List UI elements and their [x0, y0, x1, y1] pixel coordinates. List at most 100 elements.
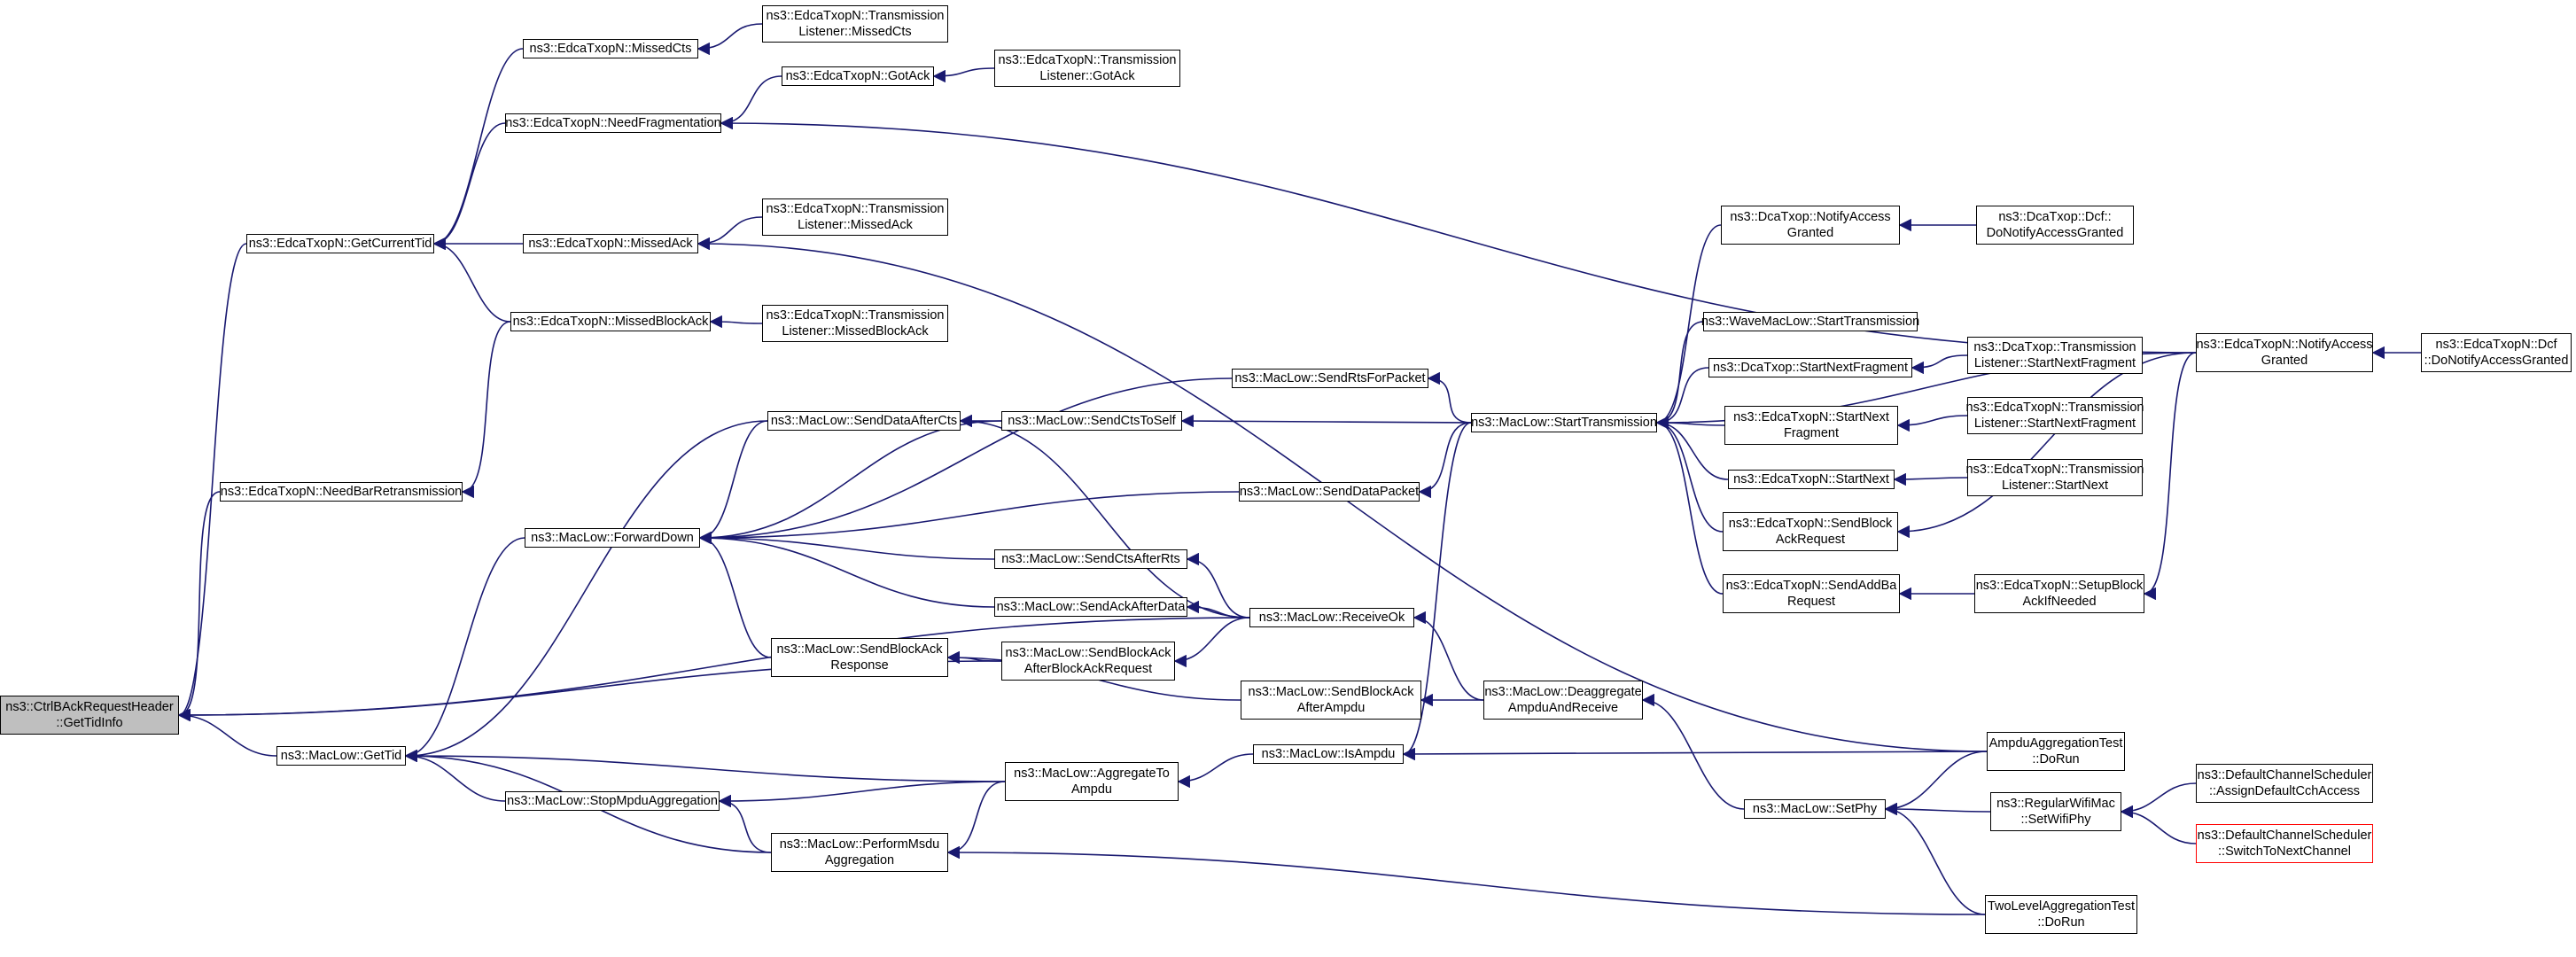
node-starttx[interactable]: ns3::MacLow::StartTransmission	[1471, 413, 1657, 432]
node-sendackafterdata[interactable]: ns3::MacLow::SendAckAfterData	[994, 597, 1187, 617]
node-sendctstoself[interactable]: ns3::MacLow::SendCtsToSelf	[1001, 411, 1182, 431]
node-label-line: ns3::EdcaTxopN::Transmission	[766, 202, 945, 216]
node-label-line: Response	[830, 658, 889, 673]
node-root: ns3::CtrlBAckRequestHeader::GetTidInfo	[0, 696, 179, 735]
node-stopmpdu[interactable]: ns3::MacLow::StopMpduAggregation	[505, 791, 720, 811]
node-gettid[interactable]: ns3::MacLow::GetTid	[276, 746, 406, 766]
edge-edca_startnext-edca_tl_startnext	[1893, 472, 1968, 486]
edge-needfrag-edca_notify	[720, 116, 2197, 354]
node-label-line: ns3::MacLow::StopMpduAggregation	[507, 794, 718, 808]
node-label-line: Request	[1786, 595, 1835, 609]
node-senddatapacket[interactable]: ns3::MacLow::SendDataPacket	[1239, 482, 1420, 502]
node-label-line: ns3::MacLow::ForwardDown	[531, 531, 694, 545]
node-label-line: ns3::MacLow::SendDataPacket	[1239, 485, 1420, 499]
node-label-line: AmpduAndReceive	[1507, 701, 1619, 715]
edge-senddatapacket-starttx	[1418, 422, 1472, 499]
edge-root-getcurtid	[177, 243, 247, 722]
edge-starttx-wave_start	[1655, 321, 1704, 430]
node-missedack[interactable]: ns3::EdcaTxopN::MissedAck	[523, 234, 698, 253]
node-dca-startnext[interactable]: ns3::DcaTxop::StartNextFragment	[1708, 358, 1912, 377]
node-edca-startnext[interactable]: ns3::EdcaTxopN::StartNext	[1728, 470, 1895, 489]
node-sendctsafterrts[interactable]: ns3::MacLow::SendCtsAfterRts	[994, 549, 1187, 569]
node-label-line: ns3::MacLow::SendRtsForPacket	[1234, 371, 1426, 385]
node-receiveok[interactable]: ns3::MacLow::ReceiveOk	[1249, 608, 1414, 627]
node-dcf-notify[interactable]: ns3::DcaTxop::Dcf::DoNotifyAccessGranted	[1976, 206, 2134, 245]
node-edca-dcf-notify[interactable]: ns3::EdcaTxopN::Dcf::DoNotifyAccessGrant…	[2421, 333, 2572, 372]
edge-stopmpdu-aggregatetoampdu	[718, 781, 1006, 808]
node-label-line: Listener::StartNextFragment	[1973, 356, 2136, 370]
edge-gettid-stopmpdu	[404, 749, 506, 802]
node-label-line: Fragment	[1783, 426, 1840, 440]
node-missedblockack[interactable]: ns3::EdcaTxopN::MissedBlockAck	[510, 312, 711, 331]
node-regwifi-setphy[interactable]: ns3::RegularWifiMac::SetWifiPhy	[1990, 792, 2121, 831]
node-dcs-assign[interactable]: ns3::DefaultChannelScheduler::AssignDefa…	[2196, 764, 2373, 803]
edge-getcurtid-needfrag	[432, 122, 506, 251]
edge-gettid-senddataaftercts	[404, 420, 768, 763]
node-dcs-switch[interactable]: ns3::DefaultChannelScheduler::SwitchToNe…	[2196, 824, 2373, 863]
node-getcurtid[interactable]: ns3::EdcaTxopN::GetCurrentTid	[246, 234, 434, 253]
node-forwarddown[interactable]: ns3::MacLow::ForwardDown	[525, 528, 700, 548]
edge-starttx-edca_sendblockackreq	[1655, 416, 1724, 533]
edge-sbaafterbar-receiveok	[1173, 617, 1250, 668]
edge-regwifi_setphy-dcs_assign	[2120, 782, 2197, 819]
node-label-line: ns3::MacLow::SendBlockAck	[776, 642, 943, 657]
edge-performmsdu-twolevel_test	[946, 845, 1986, 915]
node-label-line: AckIfNeeded	[2022, 595, 2097, 609]
node-label-line: ns3::MacLow::SetPhy	[1752, 802, 1878, 816]
edge-forwarddown-senddataaftercts	[698, 420, 768, 545]
node-label-line: ns3::DcaTxop::NotifyAccess	[1730, 210, 1891, 224]
node-label-line: ::DoRun	[2037, 915, 2085, 930]
node-label-line: ns3::EdcaTxopN::SendAddBa	[1725, 579, 1897, 593]
node-twolevel-test[interactable]: TwoLevelAggregationTest::DoRun	[1985, 895, 2137, 934]
edge-forwarddown-senddatapacket	[698, 491, 1240, 545]
node-sendrtsforpacket[interactable]: ns3::MacLow::SendRtsForPacket	[1232, 369, 1428, 388]
node-label-line: ns3::MacLow::GetTid	[280, 749, 402, 763]
node-setphy[interactable]: ns3::MacLow::SetPhy	[1744, 799, 1886, 819]
node-label-line: ns3::EdcaTxopN::Transmission	[766, 308, 945, 323]
node-label-line: ns3::MacLow::PerformMsdu	[779, 837, 940, 852]
node-label-line: TwoLevelAggregationTest	[1987, 899, 2136, 914]
node-isampdu[interactable]: ns3::MacLow::IsAmpdu	[1253, 744, 1404, 764]
node-needbar[interactable]: ns3::EdcaTxopN::NeedBarRetransmission	[220, 482, 463, 502]
edge-setphy-twolevel_test	[1884, 802, 1986, 915]
edge-getcurtid-missedcts	[432, 48, 524, 251]
node-label-line: ns3::MacLow::SendDataAfterCts	[770, 414, 958, 428]
node-label-line: ns3::MacLow::Deaggregate	[1484, 685, 1642, 699]
node-gotack[interactable]: ns3::EdcaTxopN::GotAck	[782, 66, 934, 86]
node-needfrag[interactable]: ns3::EdcaTxopN::NeedFragmentation	[505, 113, 721, 133]
edge-starttx-dca_startnext	[1655, 367, 1709, 430]
node-label-line: ns3::CtrlBAckRequestHeader	[5, 700, 174, 714]
edge-performmsdu-aggregatetoampdu	[946, 781, 1006, 860]
node-senddataaftercts[interactable]: ns3::MacLow::SendDataAfterCts	[767, 411, 961, 431]
node-missedcts[interactable]: ns3::EdcaTxopN::MissedCts	[523, 39, 698, 58]
node-ampdu-test[interactable]: AmpduAggregationTest::DoRun	[1987, 732, 2125, 771]
node-wave-start[interactable]: ns3::WaveMacLow::StartTransmission	[1701, 312, 1919, 331]
node-label-line: ns3::EdcaTxopN::NeedFragmentation	[505, 116, 721, 130]
edge-needbar-missedblockack	[461, 321, 511, 499]
edge-root-needbar	[177, 491, 221, 722]
edge-needfrag-gotack	[720, 75, 782, 130]
node-label-line: ns3::EdcaTxopN::MissedAck	[528, 237, 693, 251]
edge-aggregatetoampdu-isampdu	[1177, 753, 1254, 789]
edge-isampdu-starttx	[1402, 422, 1472, 761]
